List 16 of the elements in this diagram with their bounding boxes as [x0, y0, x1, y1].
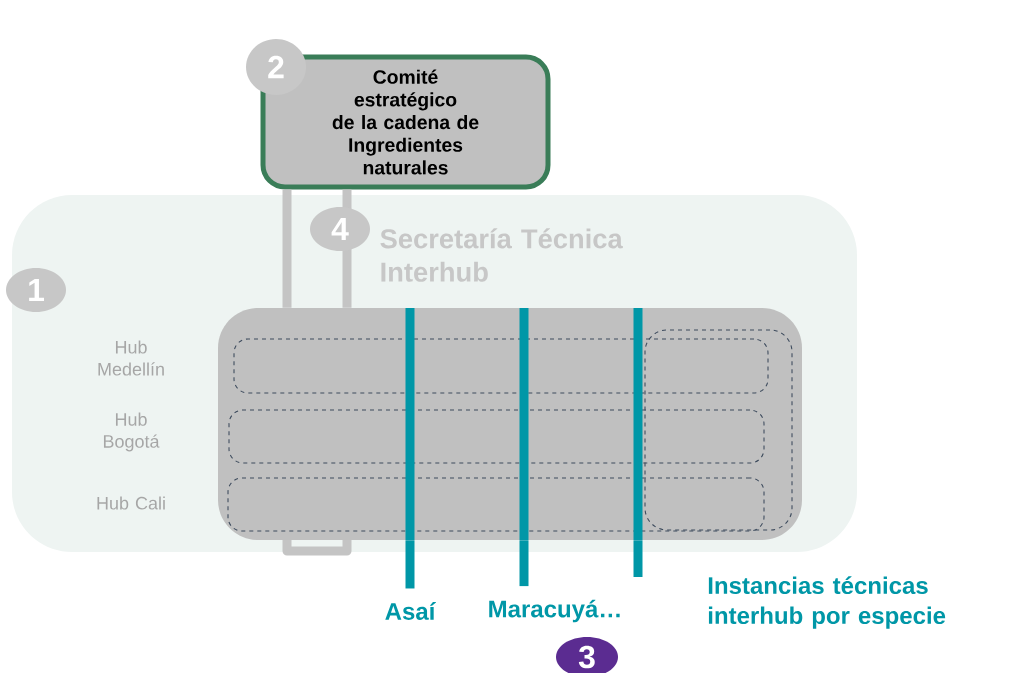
row-label: Hub Bogotá	[103, 412, 160, 452]
connector-line	[633, 540, 643, 577]
connector-line	[282, 189, 292, 308]
row-label: Hub Cali	[97, 496, 165, 510]
number-badge: 4	[310, 207, 370, 251]
species-label: Maracuyá…	[489, 599, 620, 623]
species-label: Asaí	[385, 602, 436, 620]
dashed-column	[644, 329, 793, 531]
connector-line	[519, 540, 529, 587]
row-label: Hub Medellín	[98, 340, 164, 376]
connector-line	[405, 540, 415, 589]
number-badge: 1	[6, 268, 66, 312]
number-badge: 2	[246, 39, 306, 95]
number-badge: 3	[556, 637, 618, 673]
caption-text: Instancias técnicas interhub por especie	[708, 576, 946, 629]
hub-box	[218, 308, 802, 540]
